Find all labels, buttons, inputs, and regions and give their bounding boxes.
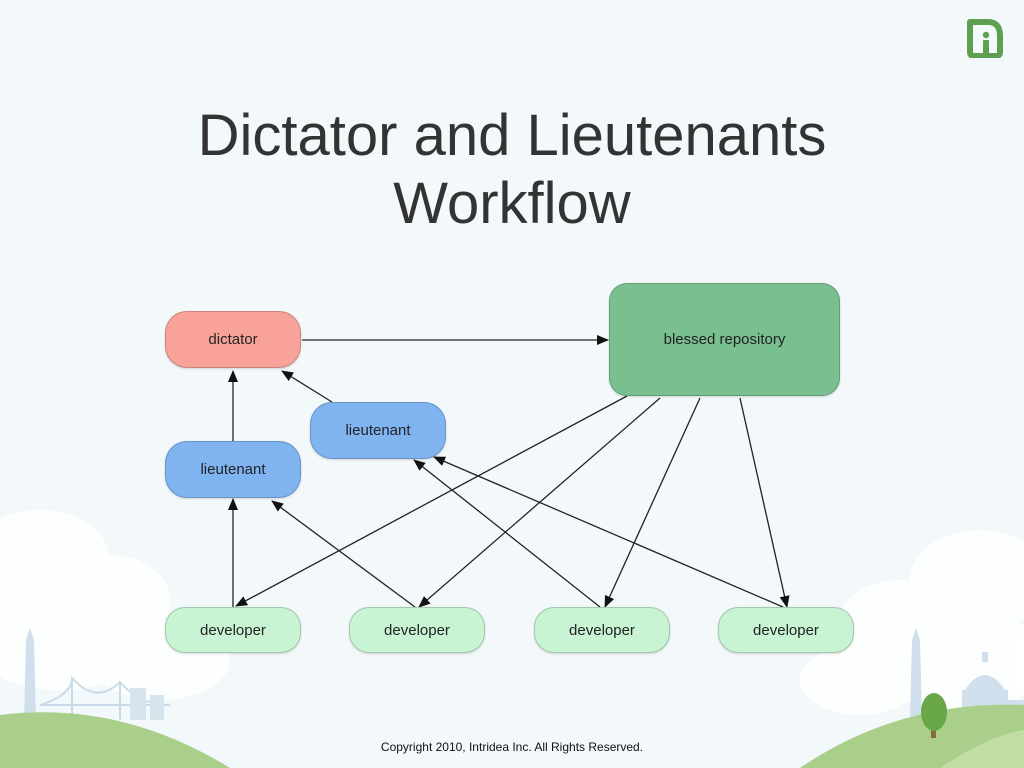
node-label: dictator — [208, 331, 258, 348]
tree-icon — [921, 693, 947, 738]
node-label: developer — [384, 621, 450, 639]
intridea-logo-icon — [967, 19, 1003, 58]
node-label: developer — [569, 621, 635, 639]
node-label: lieutenant — [345, 422, 411, 439]
arrow-blessed-to-developer3 — [604, 397, 701, 608]
title-line-2: Workflow — [393, 171, 631, 236]
arrow-blessed-to-developer4 — [739, 397, 790, 608]
golden-gate-bridge-icon — [39, 675, 171, 720]
hill-right-back — [940, 730, 1024, 768]
copyright-footer: Copyright 2010, Intridea Inc. All Rights… — [380, 740, 644, 754]
node-developer-3: developer — [534, 607, 670, 653]
node-label: blessed repository — [663, 331, 786, 348]
node-lieutenant-1: lieutenant — [165, 441, 301, 498]
title-line-1: Dictator and Lieutenants — [197, 103, 827, 168]
cloud-left — [0, 510, 230, 700]
arrow-developer4-to-lieutenant2 — [433, 456, 784, 608]
arrow-developer2-to-lieutenant1 — [271, 500, 416, 608]
arrow-developer3-to-lieutenant2 — [413, 459, 601, 608]
arrow-lieutenant2-to-dictator — [281, 370, 333, 403]
node-label: lieutenant — [200, 461, 266, 478]
node-dictator: dictator — [165, 311, 301, 368]
node-blessed-repository: blessed repository — [609, 283, 840, 396]
node-developer-1: developer — [165, 607, 301, 653]
node-lieutenant-2: lieutenant — [310, 402, 446, 459]
hill-left — [0, 712, 230, 768]
node-developer-2: developer — [349, 607, 485, 653]
arrow-blessed-to-developer2 — [418, 397, 661, 608]
node-label: developer — [200, 621, 266, 639]
arrow-blessed-to-developer1 — [235, 395, 628, 607]
slide-title: Dictator and Lieutenants Workflow — [0, 102, 1024, 238]
node-developer-4: developer — [718, 607, 854, 653]
node-label: developer — [753, 621, 819, 639]
washington-monument-icon — [24, 628, 36, 720]
